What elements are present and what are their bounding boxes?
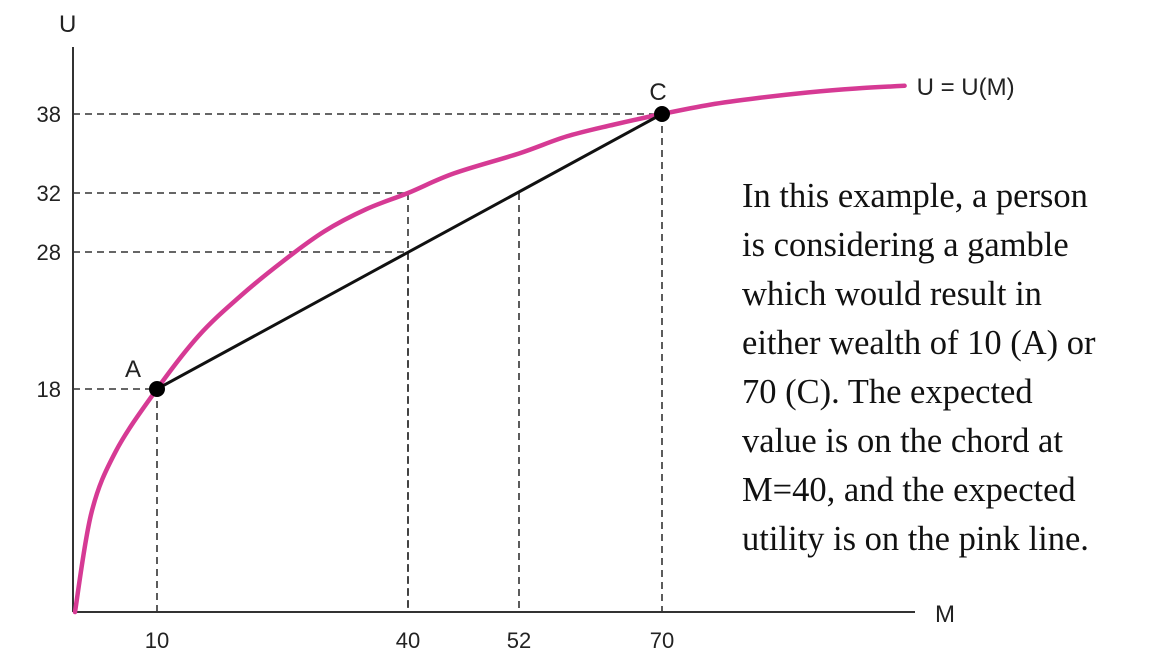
caption-line: utility is on the pink line. xyxy=(742,520,1089,558)
y-tick-label: 28 xyxy=(37,240,61,265)
caption-line: value is on the chord at xyxy=(742,422,1063,460)
caption-line: is considering a gamble xyxy=(742,226,1069,264)
utility-curve xyxy=(72,83,907,615)
x-axis-label: M xyxy=(935,601,955,628)
chord-line xyxy=(156,112,663,391)
point-label-c: C xyxy=(649,79,666,106)
points: AC xyxy=(125,79,670,397)
caption-line: 70 (C). The expected xyxy=(742,373,1033,411)
axes: U M xyxy=(59,11,955,628)
caption-line: M=40, and the expected xyxy=(742,471,1076,509)
y-tick-label: 38 xyxy=(37,102,61,127)
curve-label: U = U(M) xyxy=(917,74,1015,101)
tick-labels: 10 40 52 70 18 28 32 38 xyxy=(37,102,675,653)
explanation-text: In this example, a person is considering … xyxy=(742,172,1162,564)
x-tick-label: 70 xyxy=(650,628,674,653)
y-tick-label: 32 xyxy=(37,181,61,206)
series: U = U(M) xyxy=(72,74,1015,615)
point-label-a: A xyxy=(125,356,141,383)
guide-lines xyxy=(73,113,663,612)
y-axis-label: U xyxy=(59,11,76,38)
x-tick-label: 52 xyxy=(507,628,531,653)
y-tick-label: 18 xyxy=(37,377,61,402)
x-tick-label: 40 xyxy=(396,628,420,653)
caption-line: which would result in xyxy=(742,275,1042,313)
caption-line: either wealth of 10 (A) or xyxy=(742,324,1096,362)
point-a xyxy=(149,381,165,397)
point-c xyxy=(654,106,670,122)
caption-line: In this example, a person xyxy=(742,177,1088,215)
x-tick-label: 10 xyxy=(145,628,169,653)
